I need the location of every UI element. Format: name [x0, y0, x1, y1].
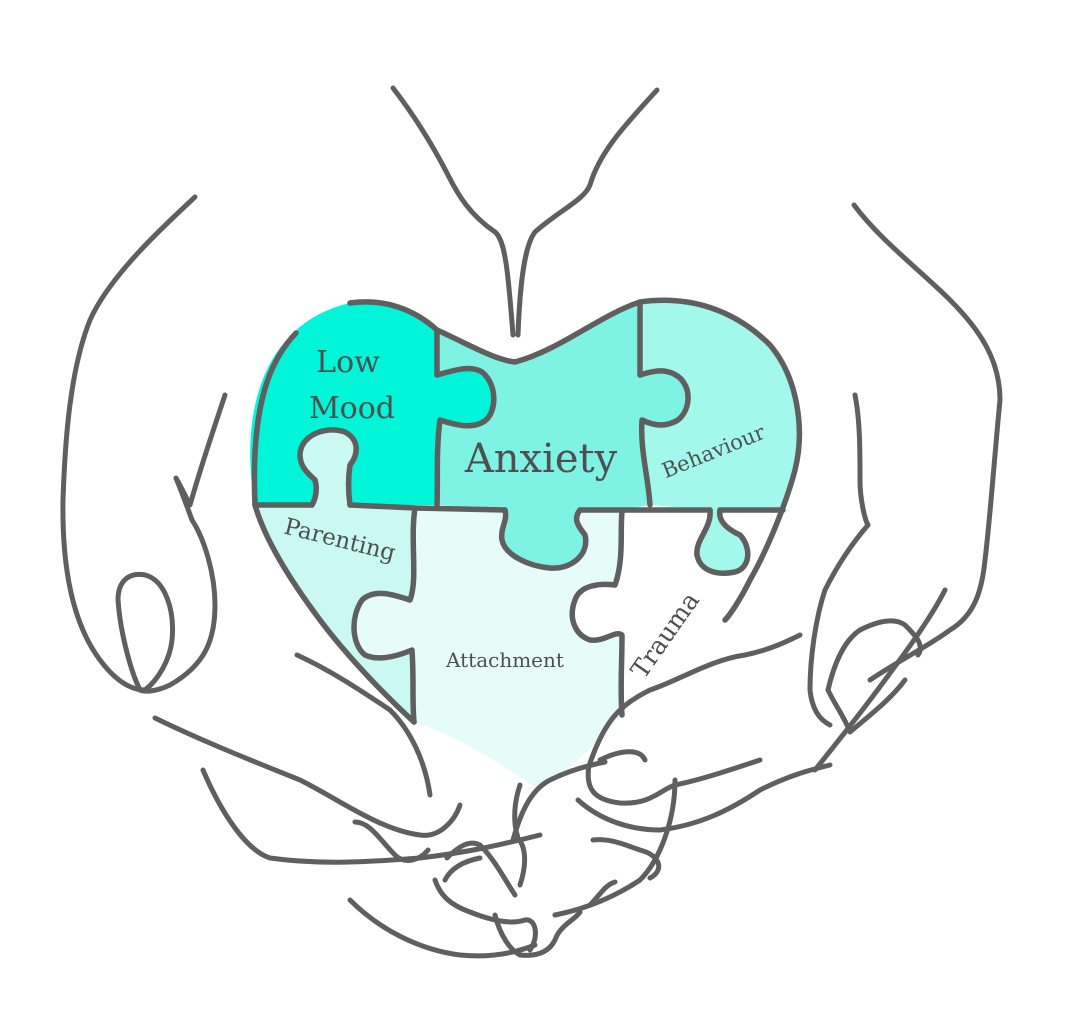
puzzle-piece-behaviour [640, 300, 800, 574]
label-attachment: Attachment [445, 648, 564, 672]
label-low-mood-line1: Low [316, 345, 380, 380]
right-hand-outer [851, 202, 1003, 683]
left-bottom-arc [347, 897, 538, 959]
left-palm-crease [152, 715, 463, 838]
right-palm-crease [585, 757, 763, 806]
seam-behaviour-trauma-knob [694, 507, 751, 576]
left-palm-line [294, 652, 433, 798]
seam-anxiety-behaviour [637, 299, 691, 508]
seam-lowmood-parenting-knob [297, 427, 359, 508]
wrist-line-right [515, 87, 660, 338]
seam-parenting-attachment [351, 505, 418, 725]
heart-puzzle [250, 300, 800, 790]
right-thumbnail-base [825, 677, 908, 735]
seam-anxiety-attachment-knob [498, 507, 589, 571]
right-hand-lower [812, 587, 948, 773]
center-finger-2 [442, 855, 483, 883]
left-hand-finger [137, 392, 228, 694]
seam-attachment-trauma [569, 509, 625, 718]
puzzle-piece-low-mood [250, 301, 494, 505]
right-hand-finger [807, 392, 871, 728]
puzzle-piece-attachment [354, 508, 622, 790]
heart-outline-right [512, 297, 802, 623]
puzzle-piece-trauma [572, 510, 783, 715]
heart-outline-left-side [251, 330, 417, 725]
label-low-mood-line2: Mood [309, 391, 395, 426]
left-lower-hand [200, 767, 543, 865]
left-finger-curl [352, 819, 431, 863]
right-finger-tip [587, 879, 618, 908]
puzzle-piece-anxiety [437, 302, 689, 569]
center-finger-1 [444, 840, 518, 898]
right-finger-curl [590, 837, 662, 881]
hands-line-art [60, 85, 1003, 959]
right-knuckle [597, 749, 648, 763]
right-bottom-arc [552, 777, 678, 918]
seam-lowmood-anxiety [434, 327, 497, 508]
label-anxiety: Anxiety [464, 436, 618, 482]
heart-outlines [251, 297, 802, 725]
wrist-line-left [390, 85, 516, 338]
right-palm-top [587, 632, 803, 766]
right-lower-palm [575, 762, 833, 833]
left-thumbnail [115, 571, 176, 693]
left-hand-outer [60, 194, 198, 693]
puzzle-piece-parenting [255, 429, 415, 722]
bottom-tip [492, 909, 583, 958]
center-crease [512, 782, 528, 888]
bottom-fingers [432, 877, 538, 953]
